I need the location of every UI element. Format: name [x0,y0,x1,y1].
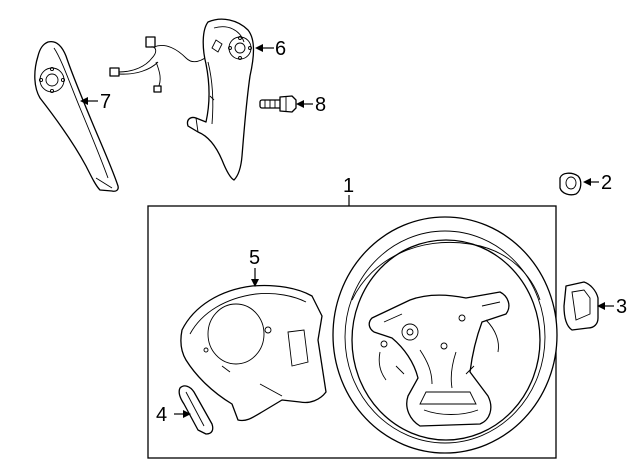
callout-2: 2 [601,172,612,194]
arrow-8 [296,100,304,108]
callout-1: 1 [343,175,354,197]
arrow-3 [597,302,605,310]
arrow-7 [80,97,88,105]
part-7-left-switch-cover [34,40,119,192]
arrow-2 [583,178,591,186]
part-8-bolt [259,95,297,113]
part-5-column-cover [180,284,327,422]
callout-6: 6 [275,38,286,60]
wiring-harness [109,36,209,93]
callout-5: 5 [249,247,260,269]
arrow-4 [183,410,191,418]
callout-8: 8 [315,94,326,116]
steering-wheel [332,216,558,454]
part-3-trim-bezel [563,281,599,331]
callout-3: 3 [616,296,627,318]
part-4-lower-trim [178,385,214,435]
arrow-6 [255,44,263,52]
callout-4: 4 [156,404,167,426]
part-6-right-switch-cover [186,18,255,181]
part-2-cap [559,172,582,196]
arrow-5 [251,279,259,287]
callout-7: 7 [100,91,111,113]
